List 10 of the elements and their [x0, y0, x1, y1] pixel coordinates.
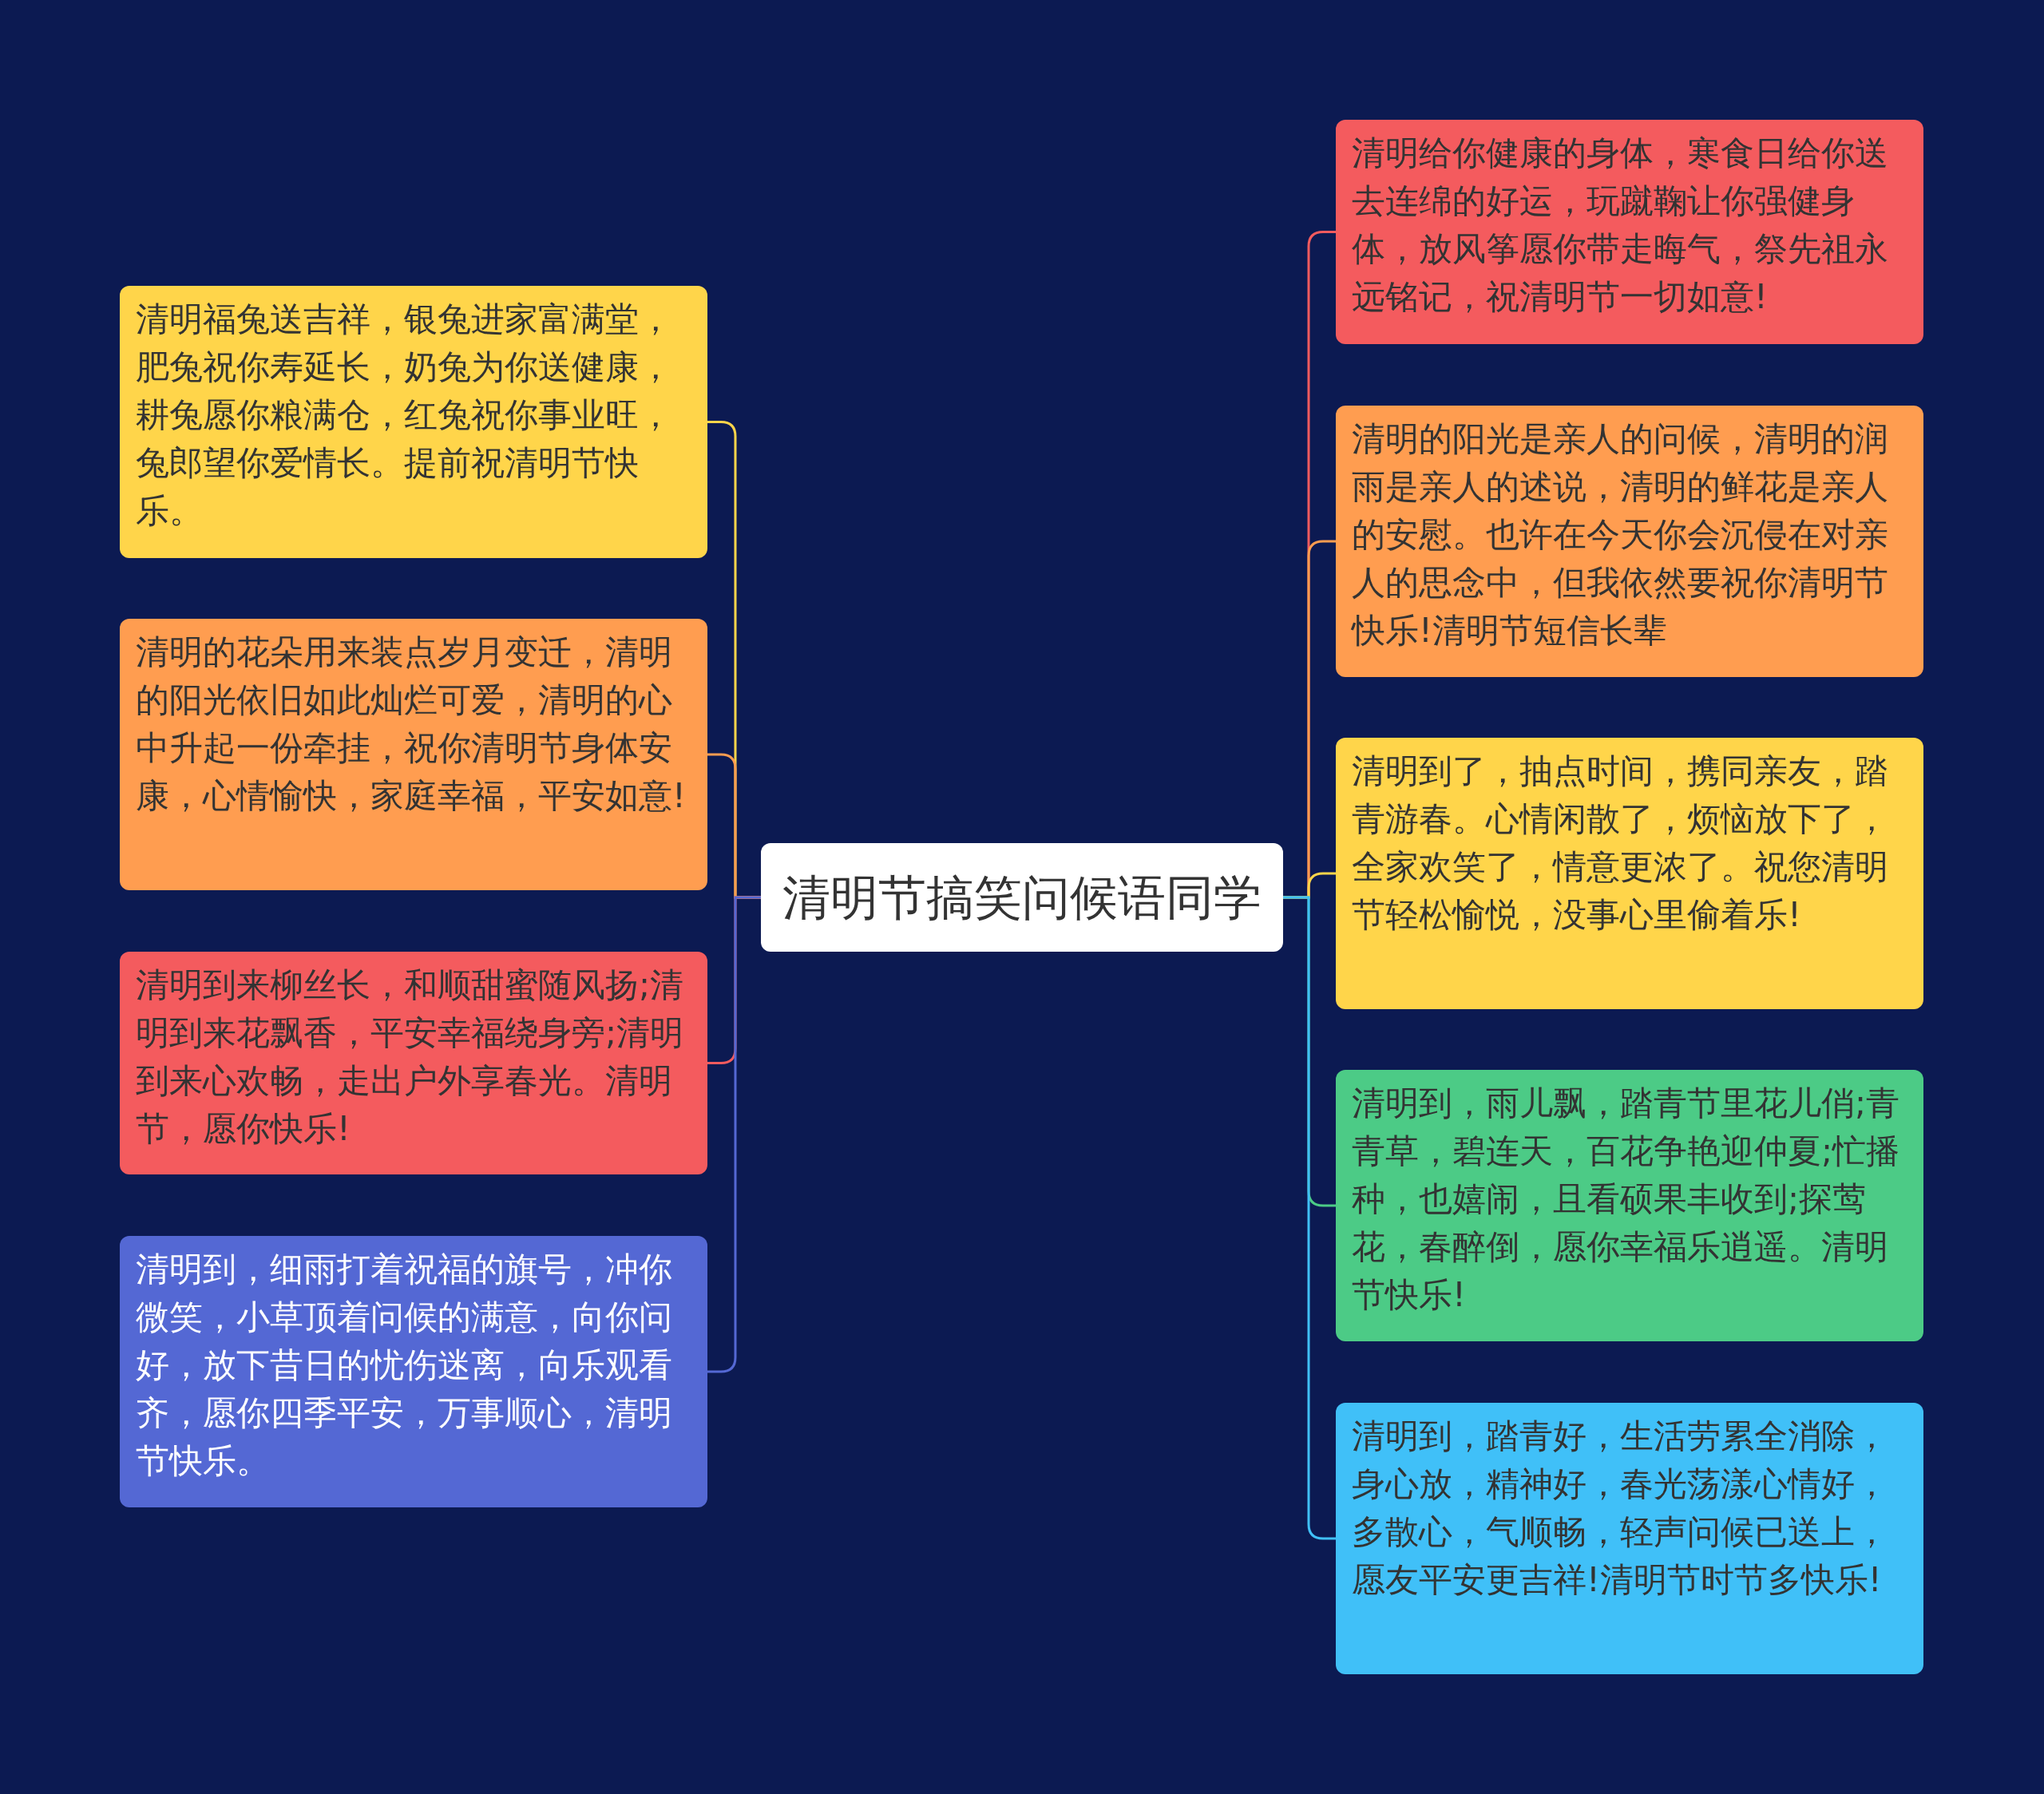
message-box: 清明给你健康的身体，寒食日给你送去连绵的好运，玩蹴鞠让你强健身体，放风筝愿你带走晦气，祭先祖永远铭记，祝清明节一切如意! [1336, 120, 1923, 344]
message-box: 清明到了，抽点时间，携同亲友，踏青游春。心情闲散了，烦恼放下了，全家欢笑了，情意更浓了。祝您清明节轻松愉悦，没事心里偷着乐! [1336, 738, 1923, 1009]
message-box: 清明的花朵用来装点岁月变迁，清明的阳光依旧如此灿烂可爱，清明的心中升起一份牵挂，祝你清明节身体安康，心情愉快，家庭幸福，平安如意! [120, 619, 707, 890]
message-box: 清明到，细雨打着祝福的旗号，冲你微笑，小草顶着问候的满意，向你问好，放下昔日的忧伤迷离，向乐观看齐，愿你四季平安，万事顺心，清明节快乐。 [120, 1236, 707, 1507]
message-box: 清明的阳光是亲人的问候，清明的润雨是亲人的述说，清明的鲜花是亲人的安慰。也许在今天你会沉侵在对亲人的思念中，但我依然要祝你清明节快乐!清明节短信长辈 [1336, 406, 1923, 677]
message-box: 清明福兔送吉祥，银兔进家富满堂，肥兔祝你寿延长，奶兔为你送健康，耕兔愿你粮满仓，红兔祝你事业旺，兔郎望你爱情长。提前祝清明节快乐。 [120, 286, 707, 558]
message-box: 清明到来柳丝长，和顺甜蜜随风扬;清明到来花飘香，平安幸福绕身旁;清明到来心欢畅，走出户外享春光。清明节，愿你快乐! [120, 952, 707, 1174]
message-box: 清明到，踏青好，生活劳累全消除，身心放，精神好，春光荡漾心情好，多散心，气顺畅，轻声问候已送上，愿友平安更吉祥!清明节时节多快乐! [1336, 1403, 1923, 1674]
message-box: 清明到，雨儿飘，踏青节里花儿俏;青青草，碧连天，百花争艳迎仲夏;忙播种，也嬉闹，且看硕果丰收到;探莺花，春醉倒，愿你幸福乐逍遥。清明节快乐! [1336, 1070, 1923, 1341]
topic-box: 清明节搞笑问候语同学 [761, 843, 1283, 952]
